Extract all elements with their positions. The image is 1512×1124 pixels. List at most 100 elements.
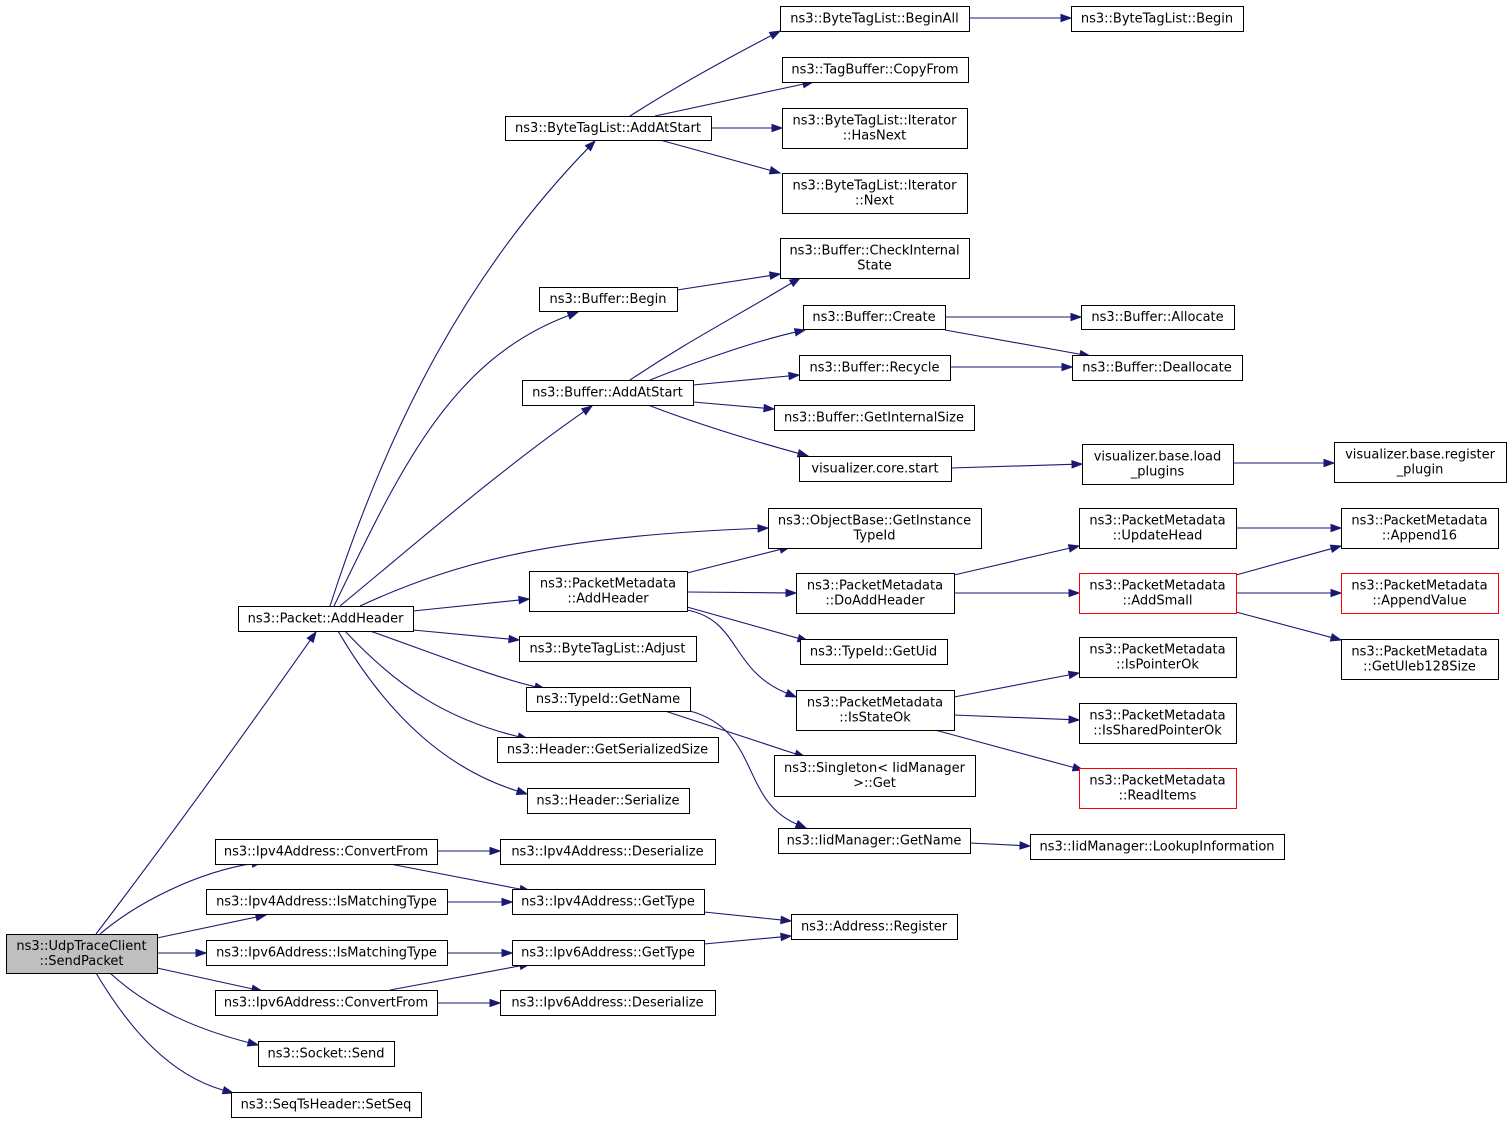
node-viz-register-plugin[interactable]: visualizer.base.register_plugin: [1334, 442, 1507, 483]
arrowhead-icon: [1019, 841, 1032, 850]
node-box: [1341, 573, 1499, 614]
node-label: ns3::Buffer::CheckInternal: [789, 244, 959, 259]
arrowhead-icon: [757, 524, 770, 533]
edge-viz_load_plugins-to-viz_register_plugin: [1233, 458, 1336, 468]
node-pm-issharedpointerok[interactable]: ns3::PacketMetadata::IsSharedPointerOk: [1079, 703, 1237, 744]
node-label: ns3::Ipv4Address::IsMatchingType: [216, 895, 437, 910]
node-pm-addsmall[interactable]: ns3::PacketMetadata::AddSmall: [1079, 573, 1237, 614]
arrowhead-icon: [763, 403, 776, 413]
node-label: ::IsStateOk: [839, 711, 911, 726]
arrowhead-icon: [518, 595, 531, 605]
node-root[interactable]: ns3::UdpTraceClient::SendPacket: [6, 934, 158, 974]
node-label: ns3::ByteTagList::Iterator: [793, 179, 958, 194]
arrowhead-icon: [1070, 312, 1083, 322]
edge-pm_addheader-to-objbase_gettypeid: [686, 545, 792, 574]
node-buf-recycle[interactable]: ns3::Buffer::Recycle: [799, 355, 951, 381]
edge-pm_addsmall-to-pm_append16: [1235, 544, 1343, 576]
node-viz-load-plugins[interactable]: visualizer.base.load_plugins: [1082, 444, 1234, 485]
node-ipv4-convertfrom[interactable]: ns3::Ipv4Address::ConvertFrom: [215, 839, 438, 865]
node-label: ns3::PacketMetadata: [807, 696, 943, 711]
node-tagbuf-copyfrom[interactable]: ns3::TagBuffer::CopyFrom: [782, 57, 969, 83]
node-label: ns3::Buffer::Recycle: [809, 361, 939, 376]
edge-btl_addatstart-to-btl_it_hasnext: [711, 123, 784, 133]
node-btl-it-hasnext[interactable]: ns3::ByteTagList::Iterator::HasNext: [782, 108, 968, 149]
node-ipv6-gettype[interactable]: ns3::Ipv6Address::GetType: [512, 940, 705, 966]
node-buf-getinternalsize[interactable]: ns3::Buffer::GetInternalSize: [774, 405, 975, 431]
node-hdr-serialize[interactable]: ns3::Header::Serialize: [527, 788, 690, 814]
node-box: [778, 828, 971, 854]
node-box: [1071, 6, 1244, 32]
node-btl-adjust[interactable]: ns3::ByteTagList::Adjust: [519, 636, 697, 662]
edge-buf_addatstart-to-buf_recycle: [692, 371, 801, 386]
node-buf-create[interactable]: ns3::Buffer::Create: [803, 305, 946, 330]
arrowhead-icon: [580, 405, 594, 416]
node-box: [522, 380, 694, 406]
edge-line: [686, 548, 781, 574]
arrowhead-icon: [1061, 362, 1074, 372]
node-addr-register[interactable]: ns3::Address::Register: [791, 914, 958, 940]
node-viz-core-start[interactable]: visualizer.core.start: [799, 456, 952, 482]
node-btl-beginall[interactable]: ns3::ByteTagList::BeginAll: [780, 6, 970, 32]
node-pm-doaddheader[interactable]: ns3::PacketMetadata::DoAddHeader: [796, 573, 955, 614]
edge-pm_addsmall-to-pm_appendvalue: [1236, 588, 1343, 598]
node-buf-addatstart[interactable]: ns3::Buffer::AddAtStart: [522, 380, 694, 406]
node-label: ns3::PacketMetadata: [1089, 579, 1225, 594]
node-pm-updatehead[interactable]: ns3::PacketMetadata::UpdateHead: [1079, 508, 1237, 549]
node-label: ns3::ByteTagList::AddAtStart: [515, 121, 701, 136]
node-singleton-get[interactable]: ns3::Singleton< IidManager>::Get: [774, 755, 976, 797]
node-pkt-addheader[interactable]: ns3::Packet::AddHeader: [238, 606, 414, 632]
node-label: ns3::Buffer::Deallocate: [1082, 361, 1231, 376]
node-iid-lookupinfo[interactable]: ns3::IidManager::LookupInformation: [1030, 834, 1285, 860]
node-pm-append16[interactable]: ns3::PacketMetadata::Append16: [1341, 508, 1499, 549]
node-buf-allocate[interactable]: ns3::Buffer::Allocate: [1081, 305, 1235, 330]
node-pm-readitems[interactable]: ns3::PacketMetadata::ReadItems: [1079, 768, 1237, 809]
node-pm-ispointerok[interactable]: ns3::PacketMetadata::IsPointerOk: [1079, 637, 1237, 678]
arrowhead-icon: [195, 948, 208, 958]
node-label: ns3::Ipv4Address::GetType: [521, 895, 695, 910]
node-box: [780, 238, 970, 279]
node-ipv4-ismatchingtype[interactable]: ns3::Ipv4Address::IsMatchingType: [206, 889, 448, 915]
edge-typeid_getname-to-iid_getname: [689, 710, 808, 829]
node-socket-send[interactable]: ns3::Socket::Send: [258, 1041, 395, 1067]
node-seqts-setseq[interactable]: ns3::SeqTsHeader::SetSeq: [231, 1092, 422, 1118]
edge-line: [369, 630, 536, 688]
node-box: [774, 755, 976, 797]
node-ipv6-convertfrom[interactable]: ns3::Ipv6Address::ConvertFrom: [215, 990, 438, 1016]
node-label: ::AppendValue: [1372, 594, 1466, 609]
node-ipv6-ismatchingtype[interactable]: ns3::Ipv6Address::IsMatchingType: [206, 940, 448, 966]
node-label: ns3::Singleton< IidManager: [784, 761, 966, 776]
node-label: ns3::PacketMetadata: [1089, 709, 1225, 724]
edge-pm_addheader-to-pm_doaddheader: [686, 588, 798, 598]
edge-line: [337, 630, 518, 792]
edge-line: [629, 35, 772, 117]
node-iid-getname[interactable]: ns3::IidManager::GetName: [778, 828, 971, 854]
node-pm-addheader[interactable]: ns3::PacketMetadata::AddHeader: [529, 571, 688, 612]
node-hdr-getserializedsize[interactable]: ns3::Header::GetSerializedSize: [497, 737, 719, 763]
node-pm-isstateok[interactable]: ns3::PacketMetadata::IsStateOk: [796, 690, 955, 731]
node-box: [215, 839, 438, 865]
edge-line: [95, 639, 311, 935]
node-typeid-getname[interactable]: ns3::TypeId::GetName: [526, 687, 691, 712]
node-btl-it-next[interactable]: ns3::ByteTagList::Iterator::Next: [782, 173, 968, 214]
node-ipv4-gettype[interactable]: ns3::Ipv4Address::GetType: [512, 889, 705, 915]
node-buf-deallocate[interactable]: ns3::Buffer::Deallocate: [1072, 355, 1243, 381]
node-btl-addatstart[interactable]: ns3::ByteTagList::AddAtStart: [505, 116, 712, 141]
node-ipv6-deserialize[interactable]: ns3::Ipv6Address::Deserialize: [500, 990, 716, 1016]
edge-pkt_addheader-to-btl_addatstart: [329, 139, 597, 607]
arrowhead-icon: [771, 123, 784, 133]
node-ipv4-deserialize[interactable]: ns3::Ipv4Address::Deserialize: [500, 839, 716, 865]
node-btl-begin[interactable]: ns3::ByteTagList::Begin: [1071, 6, 1244, 32]
arrowhead-icon: [780, 932, 793, 942]
node-pm-getuleb128[interactable]: ns3::PacketMetadata::GetUleb128Size: [1341, 639, 1499, 680]
arrowhead-icon: [1323, 458, 1336, 468]
node-box: [206, 940, 448, 966]
arrowhead-icon: [306, 630, 317, 644]
node-pm-appendvalue[interactable]: ns3::PacketMetadata::AppendValue: [1341, 573, 1499, 614]
node-buf-begin[interactable]: ns3::Buffer::Begin: [539, 287, 678, 312]
arrowhead-icon: [1067, 544, 1081, 553]
node-typeid-getuid[interactable]: ns3::TypeId::GetUid: [800, 639, 948, 665]
edge-line: [934, 729, 1074, 768]
edge-pkt_addheader-to-hdr_getserializedsize: [344, 630, 530, 741]
